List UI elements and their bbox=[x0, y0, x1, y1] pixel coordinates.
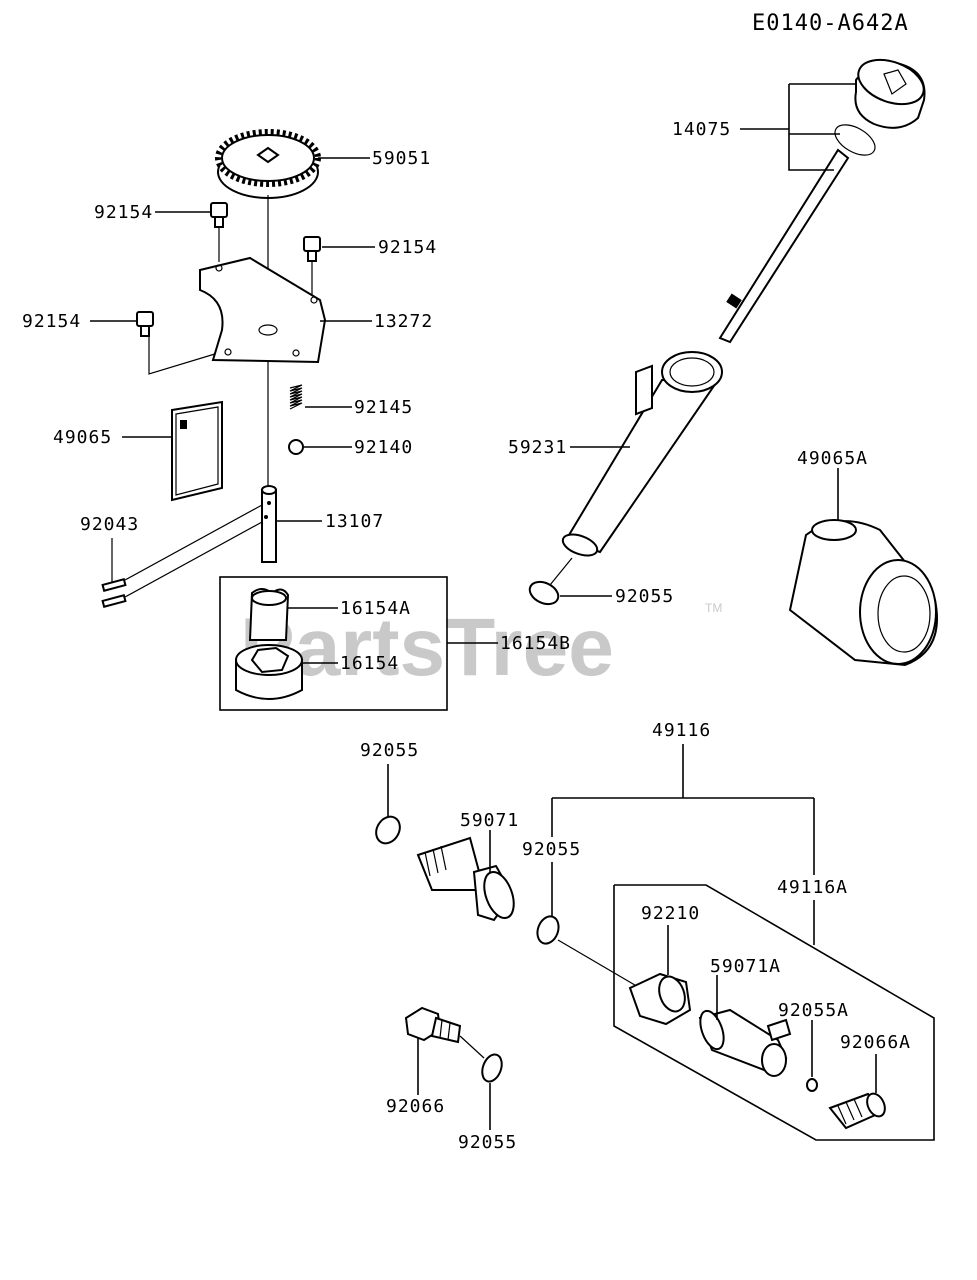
label-49065A[interactable]: 49065A bbox=[797, 448, 868, 469]
inner-rotor-16154A[interactable] bbox=[248, 588, 290, 641]
label-49116A[interactable]: 49116A bbox=[777, 877, 848, 898]
label-13272[interactable]: 13272 bbox=[374, 311, 433, 332]
label-49116[interactable]: 49116 bbox=[652, 720, 711, 741]
label-92066A[interactable]: 92066A bbox=[840, 1032, 911, 1053]
plug-92066A[interactable] bbox=[828, 1091, 888, 1130]
label-59071A[interactable]: 59071A bbox=[710, 956, 781, 977]
label-92055-left[interactable]: 92055 bbox=[360, 740, 419, 761]
label-92055A[interactable]: 92055A bbox=[778, 1000, 849, 1021]
fitting-59071[interactable] bbox=[416, 836, 519, 922]
label-16154[interactable]: 16154 bbox=[340, 653, 399, 674]
pins-92043[interactable] bbox=[101, 504, 263, 608]
cover-plate-13272[interactable] bbox=[199, 256, 327, 364]
label-13107[interactable]: 13107 bbox=[325, 511, 384, 532]
label-16154A[interactable]: 16154A bbox=[340, 598, 411, 619]
label-92055-top[interactable]: 92055 bbox=[615, 586, 674, 607]
fitting-59071A[interactable] bbox=[696, 1008, 792, 1077]
label-92154-c[interactable]: 92154 bbox=[22, 311, 81, 332]
shaft-13107[interactable] bbox=[261, 485, 277, 563]
oring-92055A[interactable] bbox=[806, 1078, 818, 1092]
label-92154-a[interactable]: 92154 bbox=[94, 202, 153, 223]
label-92154-b[interactable]: 92154 bbox=[378, 237, 437, 258]
gear-59051[interactable] bbox=[215, 129, 321, 199]
diagram-code: E0140-A642A bbox=[752, 11, 909, 36]
drain-plug-92066[interactable] bbox=[404, 1006, 462, 1044]
kit-49116A-outline bbox=[613, 884, 935, 1141]
label-92055-bottom[interactable]: 92055 bbox=[458, 1132, 517, 1153]
label-59051[interactable]: 59051 bbox=[372, 148, 431, 169]
label-59071[interactable]: 59071 bbox=[460, 810, 519, 831]
dipstick-14075[interactable] bbox=[718, 52, 930, 344]
filler-tube-59231[interactable] bbox=[560, 351, 723, 560]
nut-92210[interactable] bbox=[628, 972, 692, 1026]
bolt-92154-a[interactable] bbox=[210, 202, 228, 228]
spring-92145[interactable] bbox=[289, 384, 303, 410]
ball-92140[interactable] bbox=[288, 439, 304, 455]
oring-92055-mid[interactable] bbox=[534, 913, 562, 946]
label-49065[interactable]: 49065 bbox=[53, 427, 112, 448]
label-14075[interactable]: 14075 bbox=[672, 119, 731, 140]
bolt-92154-c[interactable] bbox=[136, 311, 154, 337]
oring-92055-left[interactable] bbox=[371, 812, 404, 847]
label-92043[interactable]: 92043 bbox=[80, 514, 139, 535]
bolt-92154-b[interactable] bbox=[303, 236, 321, 262]
outer-rotor-16154[interactable] bbox=[235, 644, 303, 700]
label-92140[interactable]: 92140 bbox=[354, 437, 413, 458]
screen-49065[interactable] bbox=[171, 400, 223, 502]
oring-92055-bottom[interactable] bbox=[479, 1052, 505, 1084]
oring-92055-top[interactable] bbox=[526, 578, 562, 609]
label-92210[interactable]: 92210 bbox=[641, 903, 700, 924]
label-92066[interactable]: 92066 bbox=[386, 1096, 445, 1117]
label-59231[interactable]: 59231 bbox=[508, 437, 567, 458]
label-92055-mid[interactable]: 92055 bbox=[522, 839, 581, 860]
label-92145[interactable]: 92145 bbox=[354, 397, 413, 418]
watermark-tm: TM bbox=[705, 601, 722, 615]
oil-filter-49065A[interactable] bbox=[788, 519, 938, 667]
label-16154B[interactable]: 16154B bbox=[500, 633, 571, 654]
